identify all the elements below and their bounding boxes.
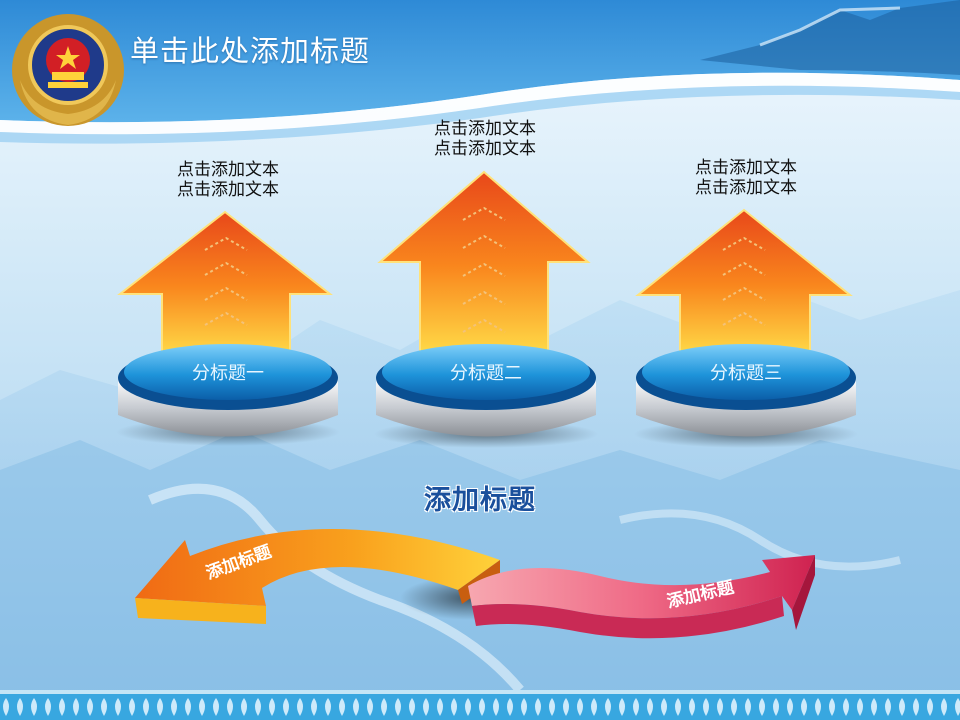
item-1-subtitle[interactable]: 分标题一 — [192, 363, 264, 384]
pedestal-1 — [116, 344, 340, 446]
item-2-text-line-2: 点击添加文本 — [434, 139, 536, 159]
item-3-text[interactable]: 点击添加文本 点击添加文本 — [636, 158, 856, 198]
item-3-text-line-2: 点击添加文本 — [695, 178, 797, 198]
item-2-text-line-1: 点击添加文本 — [434, 119, 536, 139]
curved-arrow-left — [135, 528, 500, 624]
item-1-text[interactable]: 点击添加文本 点击添加文本 — [118, 160, 338, 200]
item-2-text[interactable]: 点击添加文本 点击添加文本 — [375, 119, 595, 159]
slide-title[interactable]: 单击此处添加标题 — [130, 34, 371, 68]
pedestal-3 — [634, 344, 858, 448]
footer-pattern — [0, 690, 960, 720]
item-3-subtitle[interactable]: 分标题三 — [710, 363, 782, 384]
curved-arrow-right — [468, 555, 815, 639]
police-emblem-icon — [12, 14, 124, 126]
item-1-text-line-2: 点击添加文本 — [177, 180, 279, 200]
item-3-text-line-1: 点击添加文本 — [695, 158, 797, 178]
pedestal-2 — [374, 344, 598, 448]
item-1-text-line-1: 点击添加文本 — [177, 160, 279, 180]
center-title[interactable]: 添加标题 — [424, 485, 536, 516]
item-2-subtitle[interactable]: 分标题二 — [450, 363, 522, 384]
